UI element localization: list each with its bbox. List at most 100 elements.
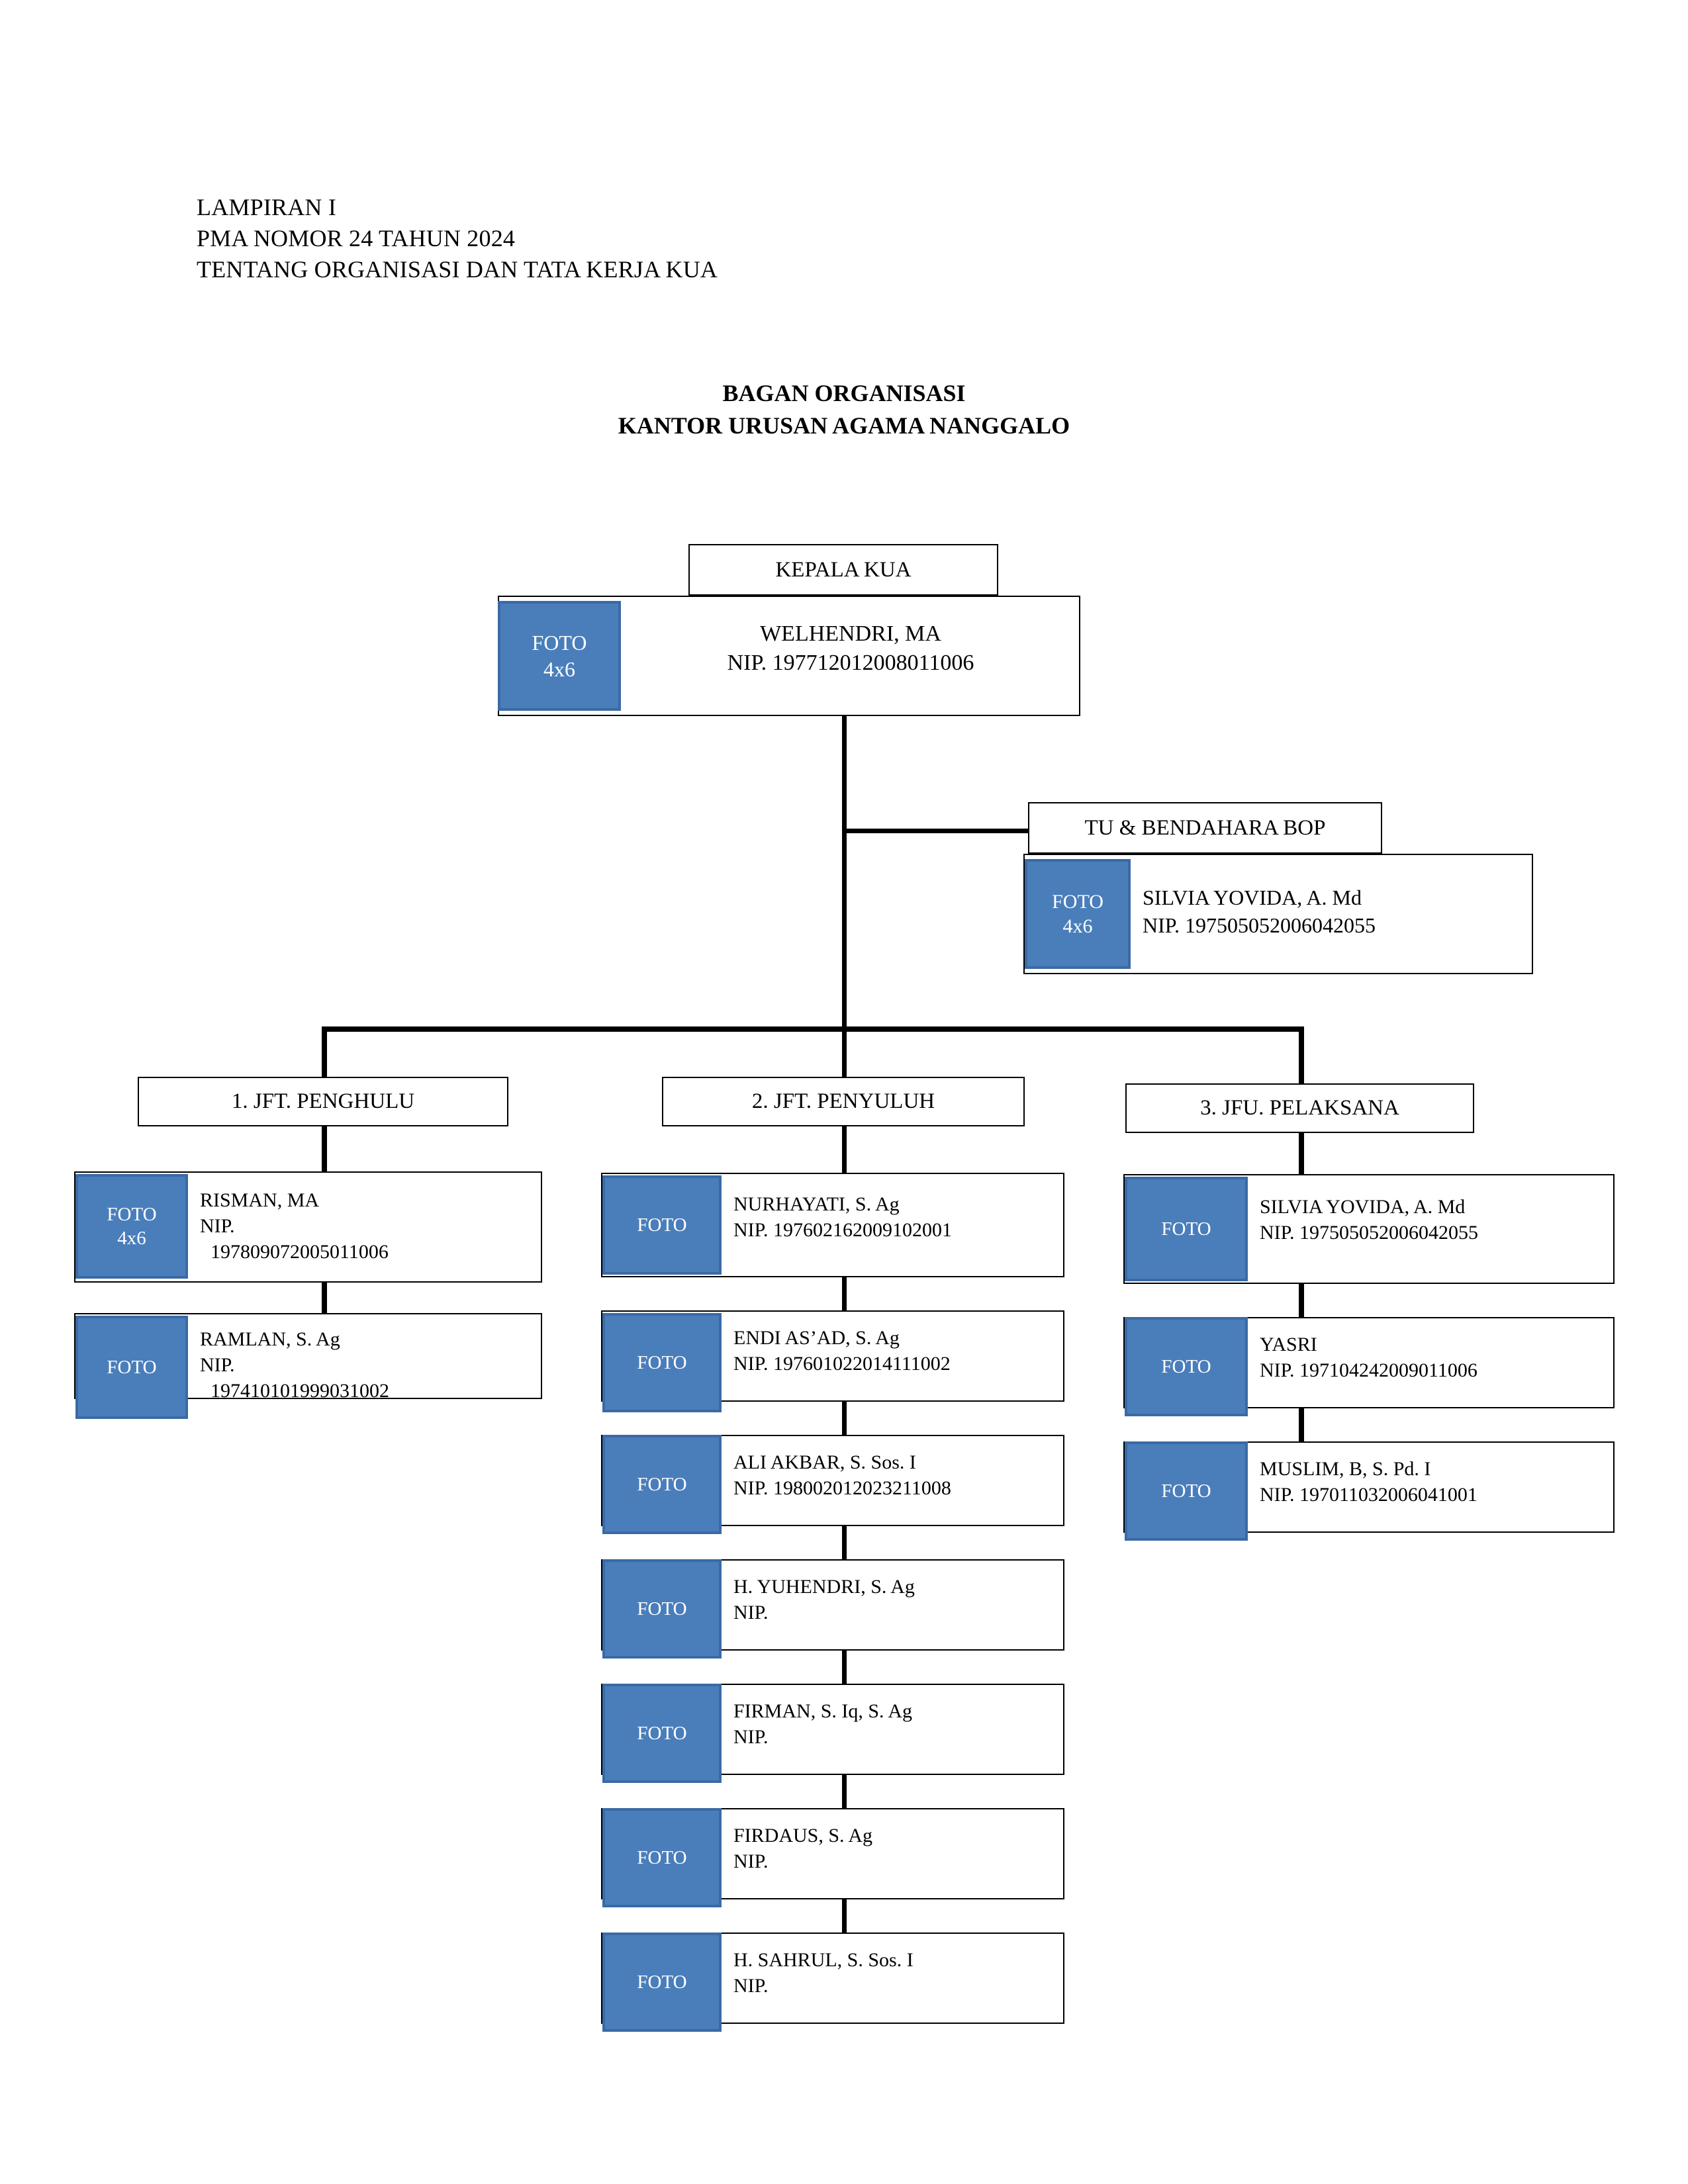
person-text-tu-bendahara: SILVIA YOVIDA, A. Md NIP. 19750505200604…	[1143, 884, 1520, 939]
person-nip-number: 197410101999031002	[211, 1380, 389, 1402]
photo-placeholder: FOTO 4x6	[1025, 859, 1131, 969]
person-text: RAMLAN, S. Ag NIP. 197410101999031002	[200, 1326, 538, 1404]
connector-drop-branch-3	[1299, 1026, 1304, 1083]
person-nip-number: 197809072005011006	[211, 1241, 389, 1263]
person-text: ALI AKBAR, S. Sos. I NIP. 19800201202321…	[733, 1449, 1058, 1501]
person-text: ENDI AS’AD, S. Ag NIP. 19760102201411100…	[733, 1325, 1058, 1377]
person-card-endi-asad: FOTO ENDI AS’AD, S. Ag NIP. 197601022014…	[601, 1310, 1064, 1412]
person-nip: NIP.	[733, 1602, 769, 1623]
person-nip: NIP. 197712012008011006	[727, 651, 974, 676]
person-nip: NIP. 197602162009102001	[733, 1219, 953, 1241]
person-text: SILVIA YOVIDA, A. Md NIP. 19750505200604…	[1260, 1194, 1611, 1246]
person-name: WELHENDRI, MA	[760, 621, 941, 646]
connector-col2-seg-4	[842, 1526, 847, 1559]
person-name: NURHAYATI, S. Ag	[733, 1193, 900, 1215]
photo-placeholder: FOTO 4x6	[75, 1174, 188, 1279]
connector-col2-seg-2	[842, 1277, 847, 1310]
photo-label-foto: FOTO	[637, 1351, 687, 1373]
person-name: ALI AKBAR, S. Sos. I	[733, 1451, 916, 1473]
header-line-3: TENTANG ORGANISASI DAN TATA KERJA KUA	[197, 255, 718, 283]
person-nip: NIP. 198002012023211008	[733, 1477, 951, 1499]
photo-placeholder: FOTO	[602, 1313, 722, 1412]
connector-trunk-vertical	[842, 716, 847, 1031]
person-card-firman: FOTO FIRMAN, S. Iq, S. Ag NIP.	[601, 1684, 1064, 1783]
connector-col2-seg-3	[842, 1402, 847, 1435]
connector-drop-branch-2	[842, 1026, 847, 1077]
photo-placeholder: FOTO	[75, 1316, 188, 1419]
person-text: H. YUHENDRI, S. Ag NIP.	[733, 1574, 1058, 1625]
page-title: BAGAN ORGANISASI KANTOR URUSAN AGAMA NAN…	[0, 377, 1688, 441]
person-name: SILVIA YOVIDA, A. Md	[1260, 1196, 1466, 1218]
photo-placeholder: FOTO 4x6	[498, 601, 621, 711]
person-name: RISMAN, MA	[200, 1189, 320, 1211]
person-text: FIRMAN, S. Iq, S. Ag NIP.	[733, 1698, 1058, 1750]
photo-label-foto: FOTO	[637, 1722, 687, 1744]
title-box-branch-penyuluh: 2. JFT. PENYULUH	[662, 1077, 1025, 1126]
branch-title-label: 2. JFT. PENYULUH	[751, 1089, 935, 1113]
connector-col1-seg-2	[322, 1283, 327, 1313]
photo-placeholder: FOTO	[1125, 1441, 1248, 1541]
connector-drop-branch-1	[322, 1026, 327, 1077]
person-name: H. SAHRUL, S. Sos. I	[733, 1949, 914, 1971]
photo-label-foto: FOTO	[1052, 890, 1103, 913]
photo-placeholder: FOTO	[602, 1933, 722, 2032]
photo-label-foto: FOTO	[637, 1598, 687, 1619]
title-box-tu-bendahara: TU & BENDAHARA BOP	[1028, 802, 1382, 854]
photo-label-foto: FOTO	[1161, 1218, 1211, 1240]
person-nip: NIP.	[733, 1726, 769, 1748]
person-nip: NIP. 197505052006042055	[1260, 1222, 1479, 1244]
connector-col3-seg-1	[1299, 1122, 1304, 1174]
title-tu-bendahara-label: TU & BENDAHARA BOP	[1084, 815, 1326, 840]
title-box-kepala-kua: KEPALA KUA	[688, 544, 998, 596]
person-card-ramlan: FOTO RAMLAN, S. Ag NIP. 1974101019990310…	[74, 1313, 542, 1419]
photo-placeholder: FOTO	[602, 1435, 722, 1534]
connector-tu-horizontal	[842, 829, 1028, 833]
connector-col3-seg-2	[1299, 1284, 1304, 1317]
person-nip: NIP. 197104242009011006	[1260, 1359, 1477, 1381]
person-name: RAMLAN, S. Ag	[200, 1328, 340, 1350]
person-nip: NIP.	[733, 1850, 769, 1872]
person-card-yasri: FOTO YASRI NIP. 197104242009011006	[1123, 1317, 1615, 1416]
connector-col2-seg-7	[842, 1899, 847, 1933]
branch-title-label: 1. JFT. PENGHULU	[231, 1089, 415, 1113]
person-name: MUSLIM, B, S. Pd. I	[1260, 1458, 1431, 1480]
person-card-nurhayati: FOTO NURHAYATI, S. Ag NIP. 1976021620091…	[601, 1173, 1064, 1277]
person-card-sahrul: FOTO H. SAHRUL, S. Sos. I NIP.	[601, 1933, 1064, 2032]
person-name: FIRMAN, S. Iq, S. Ag	[733, 1700, 913, 1722]
branch-title-label: 3. JFU. PELAKSANA	[1200, 1096, 1399, 1120]
photo-label-foto: FOTO	[637, 1846, 687, 1868]
person-card-kepala-kua: FOTO 4x6 WELHENDRI, MA NIP. 197712012008…	[498, 596, 1080, 716]
person-nip: NIP.	[733, 1975, 769, 1997]
person-text: H. SAHRUL, S. Sos. I NIP.	[733, 1947, 1058, 1999]
title-box-branch-penghulu: 1. JFT. PENGHULU	[138, 1077, 508, 1126]
person-nip: NIP. 197505052006042055	[1143, 913, 1376, 937]
header-line-1: LAMPIRAN I	[197, 194, 337, 220]
photo-label-foto: FOTO	[637, 1971, 687, 1993]
person-nip: NIP. 197011032006041001	[1260, 1484, 1477, 1506]
person-card-yuhendri: FOTO H. YUHENDRI, S. Ag NIP.	[601, 1559, 1064, 1659]
connector-col2-seg-1	[842, 1116, 847, 1173]
person-text-kepala-kua: WELHENDRI, MA NIP. 197712012008011006	[621, 619, 1080, 678]
person-name: FIRDAUS, S. Ag	[733, 1825, 873, 1846]
title-kepala-kua-label: KEPALA KUA	[775, 557, 912, 582]
photo-label-foto: FOTO	[532, 631, 587, 655]
connector-col2-seg-5	[842, 1651, 847, 1684]
person-text: YASRI NIP. 197104242009011006	[1260, 1332, 1611, 1383]
person-nip: NIP.	[200, 1215, 235, 1237]
person-name: YASRI	[1260, 1334, 1317, 1355]
photo-placeholder: FOTO	[602, 1175, 722, 1275]
person-text: NURHAYATI, S. Ag NIP. 197602162009102001	[733, 1191, 1058, 1243]
photo-label-foto: FOTO	[107, 1203, 157, 1225]
photo-label-foto: FOTO	[637, 1473, 687, 1495]
photo-placeholder: FOTO	[602, 1808, 722, 1907]
photo-placeholder: FOTO	[602, 1684, 722, 1783]
header-line-2: PMA NOMOR 24 TAHUN 2024	[197, 224, 516, 251]
connector-distribution-bar	[324, 1026, 1304, 1032]
connector-col2-seg-6	[842, 1775, 847, 1808]
person-card-muslim: FOTO MUSLIM, B, S. Pd. I NIP. 1970110320…	[1123, 1441, 1615, 1541]
page-title-line-2: KANTOR URUSAN AGAMA NANGGALO	[618, 412, 1070, 439]
person-name: H. YUHENDRI, S. Ag	[733, 1576, 915, 1598]
person-name: ENDI AS’AD, S. Ag	[733, 1327, 900, 1349]
title-box-branch-pelaksana: 3. JFU. PELAKSANA	[1125, 1083, 1474, 1133]
person-card-silvia-pelaksana: FOTO SILVIA YOVIDA, A. Md NIP. 197505052…	[1123, 1174, 1615, 1284]
